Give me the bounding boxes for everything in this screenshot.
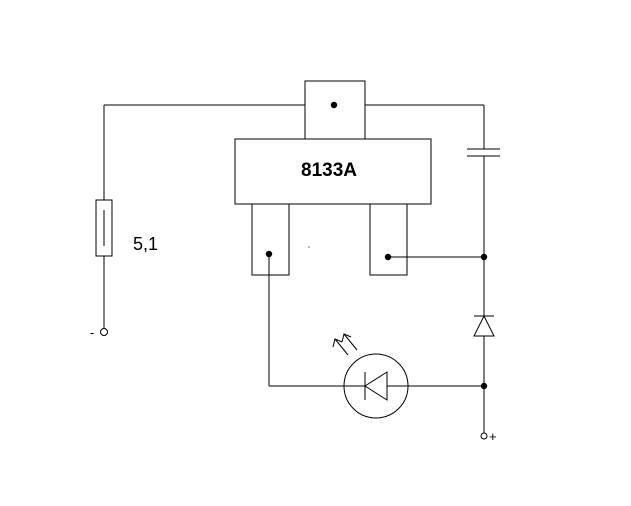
stray-dot [308, 246, 310, 248]
junction-right-upper [480, 253, 488, 261]
terminal-negative [100, 328, 108, 336]
chip-leg-right [369, 203, 408, 276]
chip-body [234, 138, 432, 205]
chip-leg-left [251, 203, 290, 276]
led-emission-arrows [332, 333, 358, 356]
terminal-negative-label: - [90, 325, 94, 340]
diode-triangle [473, 314, 495, 337]
junction-left-leg [265, 250, 273, 258]
terminal-positive [480, 432, 488, 440]
junction-right-lower [480, 382, 488, 390]
junction-right-leg [384, 253, 392, 261]
resistor-label: 5,1 [133, 234, 158, 254]
terminal-positive-label: + [489, 429, 497, 444]
chip-tab [304, 80, 366, 140]
chip-label: 8133A [301, 160, 357, 181]
junction-tab [330, 101, 338, 109]
